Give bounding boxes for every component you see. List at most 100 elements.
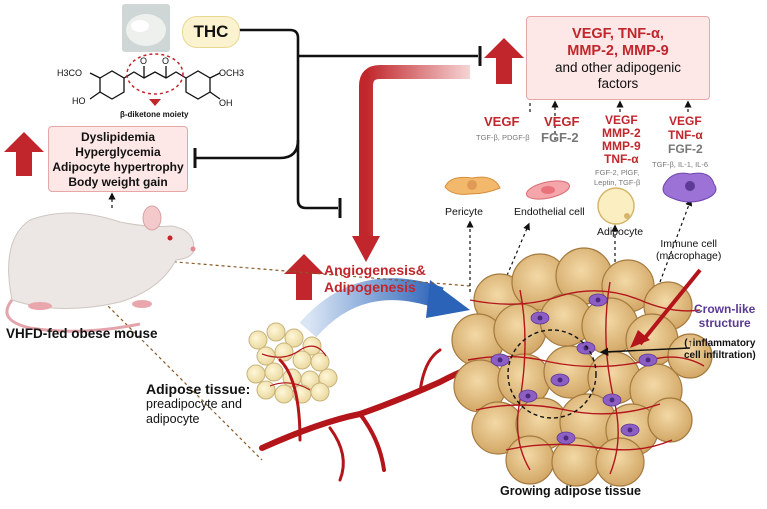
small-adipocyte xyxy=(264,362,284,382)
adipocyte-cell xyxy=(595,437,645,487)
immune-main-factors: VEGF TNF-α FGF-2 xyxy=(668,114,703,156)
factors-line-2: MMP-2, MMP-9 xyxy=(567,43,669,59)
crown-pointer xyxy=(599,347,691,357)
macrophage-icon xyxy=(588,293,608,307)
chem-ho-left: HO xyxy=(72,96,86,106)
adipocyte-cell xyxy=(667,333,713,379)
factors-line-4: factors xyxy=(597,76,639,91)
adipocyte-vegf: VEGF xyxy=(605,113,638,127)
adipocyte-cell xyxy=(505,435,555,485)
endothelial-label: Endothelial cell xyxy=(514,206,585,218)
pericyte-vegf: VEGF xyxy=(484,114,520,129)
mouse-label: VHFD-fed obese mouse xyxy=(6,326,158,341)
small-adipocyte xyxy=(274,342,294,362)
macrophage-icon xyxy=(556,431,576,445)
small-adipocyte xyxy=(310,382,330,402)
thc-powder-image xyxy=(122,4,170,52)
effect-dyslipidemia: Dyslipidemia xyxy=(80,130,156,144)
curved-red-arrow xyxy=(359,65,470,238)
immune-label-1: Immune cell xyxy=(660,238,717,250)
adipocyte-main-factors: VEGF MMP-2 MMP-9 TNF-α xyxy=(602,114,641,166)
process-angiogenesis: Angiogenesis& xyxy=(324,262,426,278)
small-adipocyte xyxy=(256,346,276,366)
endothelial-vegf: VEGF xyxy=(544,114,580,129)
adipose-title: Adipose tissue: xyxy=(146,381,251,397)
chem-o-right: O xyxy=(162,56,169,66)
adipose-sub-1: preadipocyte and xyxy=(146,397,242,411)
macrophage-icon xyxy=(576,341,596,355)
macrophage-icon xyxy=(550,373,570,387)
small-adipocyte xyxy=(266,322,286,342)
crown-red-arrowhead-icon xyxy=(630,330,650,348)
adipocyte-mmp9: MMP-9 xyxy=(602,139,641,153)
adipose-tissue-cluster xyxy=(246,322,338,404)
pericyte-label: Pericyte xyxy=(445,206,483,218)
diketone-highlight xyxy=(126,53,184,95)
chem-och3: OCH3 xyxy=(219,68,244,78)
growing-tissue-label: Growing adipose tissue xyxy=(500,484,641,498)
adipocyte-cell xyxy=(647,397,693,443)
mouse-effects-box: Dyslipidemia Hyperglycemia Adipocyte hyp… xyxy=(48,126,188,192)
adipose-tissue-label: Adipose tissue: preadipocyte and adipocy… xyxy=(146,382,250,427)
immune-fgf2: FGF-2 xyxy=(668,142,703,156)
inhibit-bar-icon xyxy=(193,46,482,218)
macrophage-icon xyxy=(638,353,658,367)
crown-note: (↑inflammatory cell infiltration) xyxy=(684,338,756,362)
thc-structure xyxy=(89,66,221,100)
macrophage-icon xyxy=(620,423,640,437)
immune-vegf: VEGF xyxy=(669,114,702,128)
small-adipocyte xyxy=(292,350,312,370)
small-adipocyte xyxy=(274,384,294,404)
curved-red-arrowhead-icon xyxy=(352,236,380,262)
adipocyte-minor: FGF-2, PlGF, Leptin, TGF-β xyxy=(594,168,640,188)
endothelial-cell-icon xyxy=(525,180,571,200)
macrophage-icon xyxy=(602,393,622,407)
macrophage-cell-icon xyxy=(662,172,717,203)
adipocyte-tnfa: TNF-α xyxy=(603,152,639,166)
macrophage-icon xyxy=(530,311,550,325)
crown-note-2: cell infiltration) xyxy=(684,350,756,361)
small-adipocyte xyxy=(310,352,330,372)
immune-tnfa: TNF-α xyxy=(668,128,703,142)
factors-box: VEGF, TNF-α, MMP-2, MMP-9 and other adip… xyxy=(526,16,710,100)
crown-like-circle xyxy=(507,329,597,419)
crown-red-arrow xyxy=(638,268,702,346)
factors-line-3: and other adipogenic xyxy=(554,60,682,75)
pericyte-cell-icon xyxy=(444,176,501,195)
up-arrow-icon xyxy=(4,38,524,300)
crown-line-1: Crown-like xyxy=(694,302,756,316)
small-adipocyte xyxy=(256,380,276,400)
macrophage-icon xyxy=(518,389,538,403)
adipocyte-minor-2: Leptin, TGF-β xyxy=(594,178,641,187)
thc-label: THC xyxy=(182,16,240,48)
immune-label-2: (macrophage) xyxy=(656,250,722,262)
adipocyte-minor-1: FGF-2, PlGF, xyxy=(595,168,640,177)
macrophage-icon xyxy=(490,353,510,367)
chem-oh-right: OH xyxy=(219,98,233,108)
small-adipocyte xyxy=(284,328,304,348)
effect-hyperglycemia: Hyperglycemia xyxy=(75,145,161,159)
adipocyte-cell-icon xyxy=(597,187,635,225)
small-adipocyte xyxy=(248,330,268,350)
adipose-sub-2: adipocyte xyxy=(146,412,200,426)
endothelial-fgf2: FGF-2 xyxy=(541,130,579,145)
chem-o-left: O xyxy=(140,56,147,66)
thc-inhibition-lines xyxy=(196,28,478,210)
process-label: Angiogenesis& Adipogenesis xyxy=(324,262,426,296)
crown-note-1: (↑inflammatory xyxy=(684,338,756,349)
mouse-illustration xyxy=(5,205,196,333)
effect-adipocyte-hypertrophy: Adipocyte hypertrophy xyxy=(52,160,184,174)
process-adipogenesis: Adipogenesis xyxy=(324,279,416,295)
chem-h3co: H3CO xyxy=(57,68,82,78)
blue-arrow xyxy=(299,278,444,338)
blue-arrowhead-icon xyxy=(426,280,470,318)
adipocyte-mmp2: MMP-2 xyxy=(602,126,641,140)
immune-minor: TGF-β, IL-1, IL-6 xyxy=(652,160,708,169)
pericyte-minor: TGF-β, PDGF-β xyxy=(476,133,530,142)
adipocyte-label: Adipocyte xyxy=(597,226,644,238)
growing-adipose-tissue xyxy=(451,247,713,487)
immune-label: Immune cell (macrophage) xyxy=(656,238,721,262)
moiety-label: β-diketone moiety xyxy=(120,110,189,119)
